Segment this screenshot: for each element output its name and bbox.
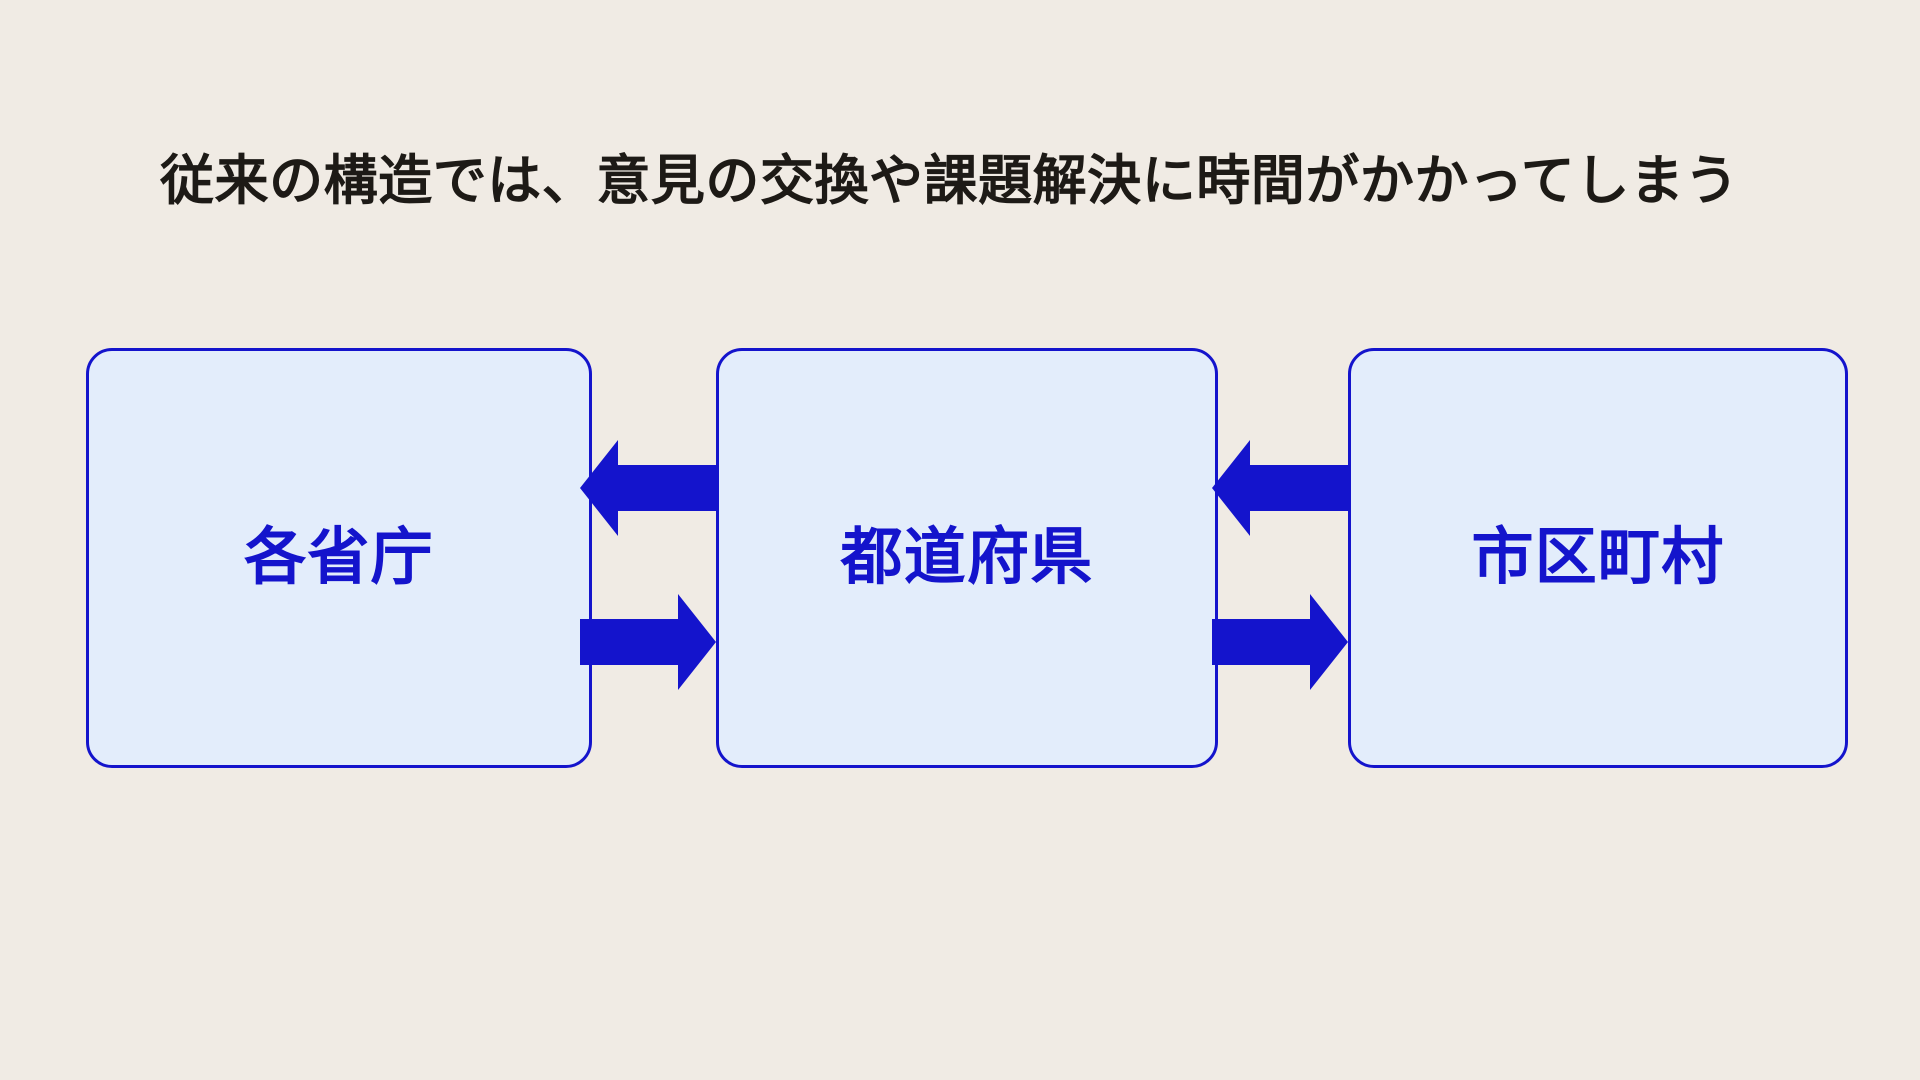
arrow-left-icon	[1212, 440, 1348, 536]
page-title: 従来の構造では、意見の交換や課題解決に時間がかかってしまう	[160, 151, 1739, 211]
connector-arrows-svg	[580, 440, 716, 690]
flow-node-prefectures[interactable]: 都道府県	[716, 348, 1218, 768]
flow-node-ministries[interactable]: 各省庁	[86, 348, 592, 768]
connector-ministries-prefectures	[580, 440, 716, 690]
connector-prefectures-municipalities	[1212, 440, 1348, 690]
flow-node-label: 市区町村	[1471, 523, 1725, 592]
flow-node-label: 各省庁	[244, 523, 434, 592]
arrow-right-icon	[1212, 594, 1348, 690]
connector-arrows-svg	[1212, 440, 1348, 690]
arrow-right-icon	[580, 594, 716, 690]
arrow-left-icon	[580, 440, 716, 536]
flow-node-municipalities[interactable]: 市区町村	[1348, 348, 1848, 768]
flow-node-label: 都道府県	[840, 523, 1094, 592]
